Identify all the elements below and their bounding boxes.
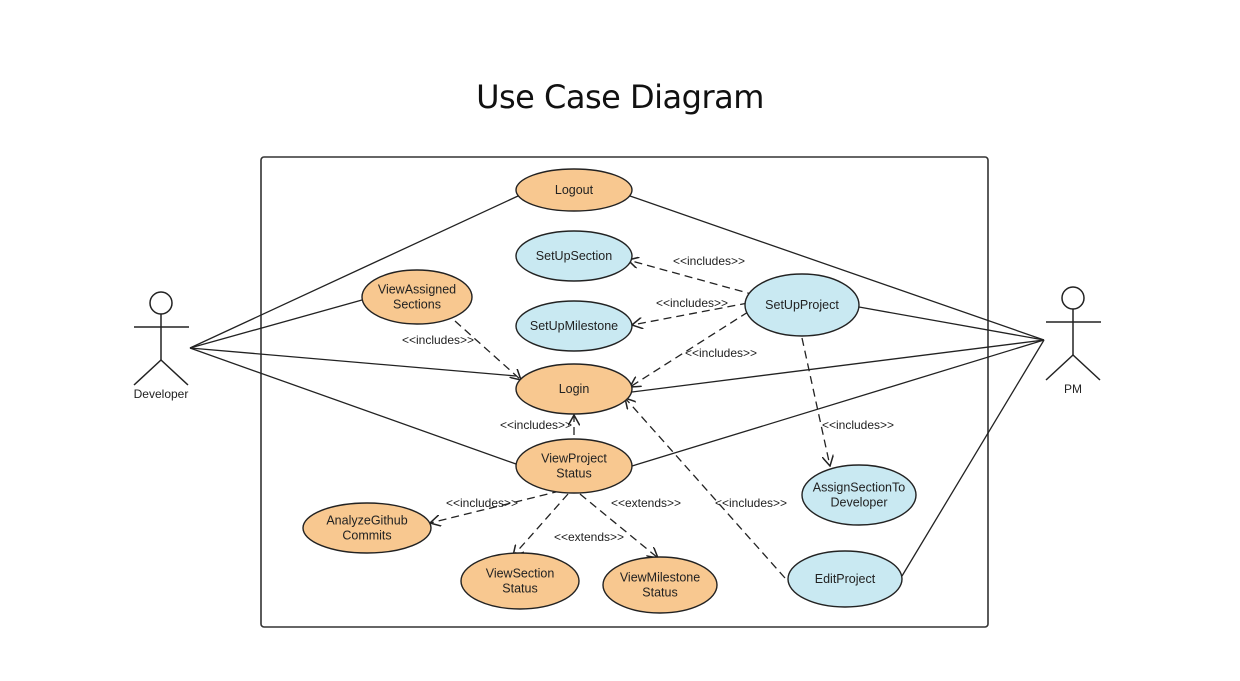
use-case-label: Login: [559, 382, 590, 396]
use-case-label: AssignSectionTo: [813, 481, 905, 495]
use-case-label: Sections: [393, 298, 441, 312]
dependency-line: [628, 260, 756, 296]
actor-developer[interactable]: Developer: [133, 291, 189, 401]
use-case-edit-project[interactable]: EditProject: [787, 550, 903, 608]
relation-label-includes: <<includes>>: [685, 346, 757, 360]
use-case-label: Developer: [831, 496, 888, 510]
actor-right-leg: [1072, 354, 1101, 381]
dependency-line: [579, 493, 658, 558]
use-case-ellipse: [787, 550, 903, 608]
actor-right-leg: [160, 359, 189, 386]
association-line: [189, 347, 517, 465]
actor-head: [1061, 286, 1085, 310]
relation-label-extends: <<extends>>: [554, 530, 624, 544]
association-line: [189, 347, 517, 377]
use-case-ellipse: [602, 556, 718, 614]
use-case-ellipse: [361, 269, 473, 325]
relation-label-includes: <<includes>>: [402, 333, 474, 347]
actor-label: PM: [1064, 382, 1082, 396]
actor-head: [149, 291, 173, 315]
actor-left-leg: [133, 359, 162, 386]
use-case-setup-section[interactable]: SetUpSection: [515, 230, 633, 282]
use-case-label: ViewMilestone: [620, 571, 700, 585]
relation-label-extends: <<extends>>: [611, 496, 681, 510]
use-case-ellipse: [801, 464, 917, 526]
association-line: [189, 195, 519, 349]
use-case-ellipse: [515, 300, 633, 352]
page-title: Use Case Diagram: [476, 78, 764, 116]
use-case-label: EditProject: [815, 572, 876, 586]
use-case-ellipse: [515, 363, 633, 415]
actor-left-leg: [1045, 354, 1074, 381]
use-case-ellipse: [515, 230, 633, 282]
use-case-logout[interactable]: Logout: [515, 168, 633, 212]
dependency-line: [513, 493, 569, 556]
use-case-label: SetUpMilestone: [530, 319, 618, 333]
use-case-ellipse: [460, 552, 580, 610]
use-case-label: ViewProject: [541, 452, 607, 466]
use-case-ellipse: [515, 438, 633, 494]
relation-label-includes: <<includes>>: [822, 418, 894, 432]
use-case-setup-project[interactable]: SetUpProject: [744, 273, 860, 337]
use-case-ellipse: [302, 502, 432, 554]
use-case-label: SetUpProject: [765, 298, 839, 312]
relation-label-includes: <<includes>>: [656, 296, 728, 310]
use-case-label: ViewAssigned: [378, 283, 456, 297]
relation-label-includes: <<includes>>: [673, 254, 745, 268]
relation-label-includes: <<includes>>: [715, 496, 787, 510]
association-line: [631, 339, 1045, 467]
dependency-line: [430, 490, 561, 523]
relation-label-includes: <<includes>>: [446, 496, 518, 510]
dependency-line: [454, 320, 521, 380]
use-case-label: Commits: [342, 529, 391, 543]
association-line: [858, 306, 1045, 341]
dependency-line: [801, 337, 830, 466]
association-line: [901, 339, 1045, 577]
dependency-line: [630, 311, 749, 387]
use-case-setup-milestone[interactable]: SetUpMilestone: [515, 300, 633, 352]
use-case-label: Status: [556, 467, 591, 481]
use-case-label: ViewSection: [486, 567, 555, 581]
use-case-label: Status: [502, 582, 537, 596]
use-case-login[interactable]: Login: [515, 363, 633, 415]
use-case-label: SetUpSection: [536, 249, 612, 263]
use-case-ellipse: [744, 273, 860, 337]
association-line: [189, 299, 363, 349]
dependency-line: [632, 302, 749, 325]
actor-label: Developer: [134, 387, 189, 401]
association-line: [631, 339, 1045, 393]
use-case-label: AnalyzeGithub: [326, 514, 407, 528]
use-case-ellipse: [515, 168, 633, 212]
use-case-label: Status: [642, 586, 677, 600]
use-case-label: Logout: [555, 183, 594, 197]
system-boundary: [260, 156, 989, 628]
dependency-line: [625, 398, 786, 579]
actor-pm[interactable]: PM: [1045, 286, 1101, 396]
relation-label-includes: <<includes>>: [500, 418, 572, 432]
association-line: [629, 195, 1045, 341]
